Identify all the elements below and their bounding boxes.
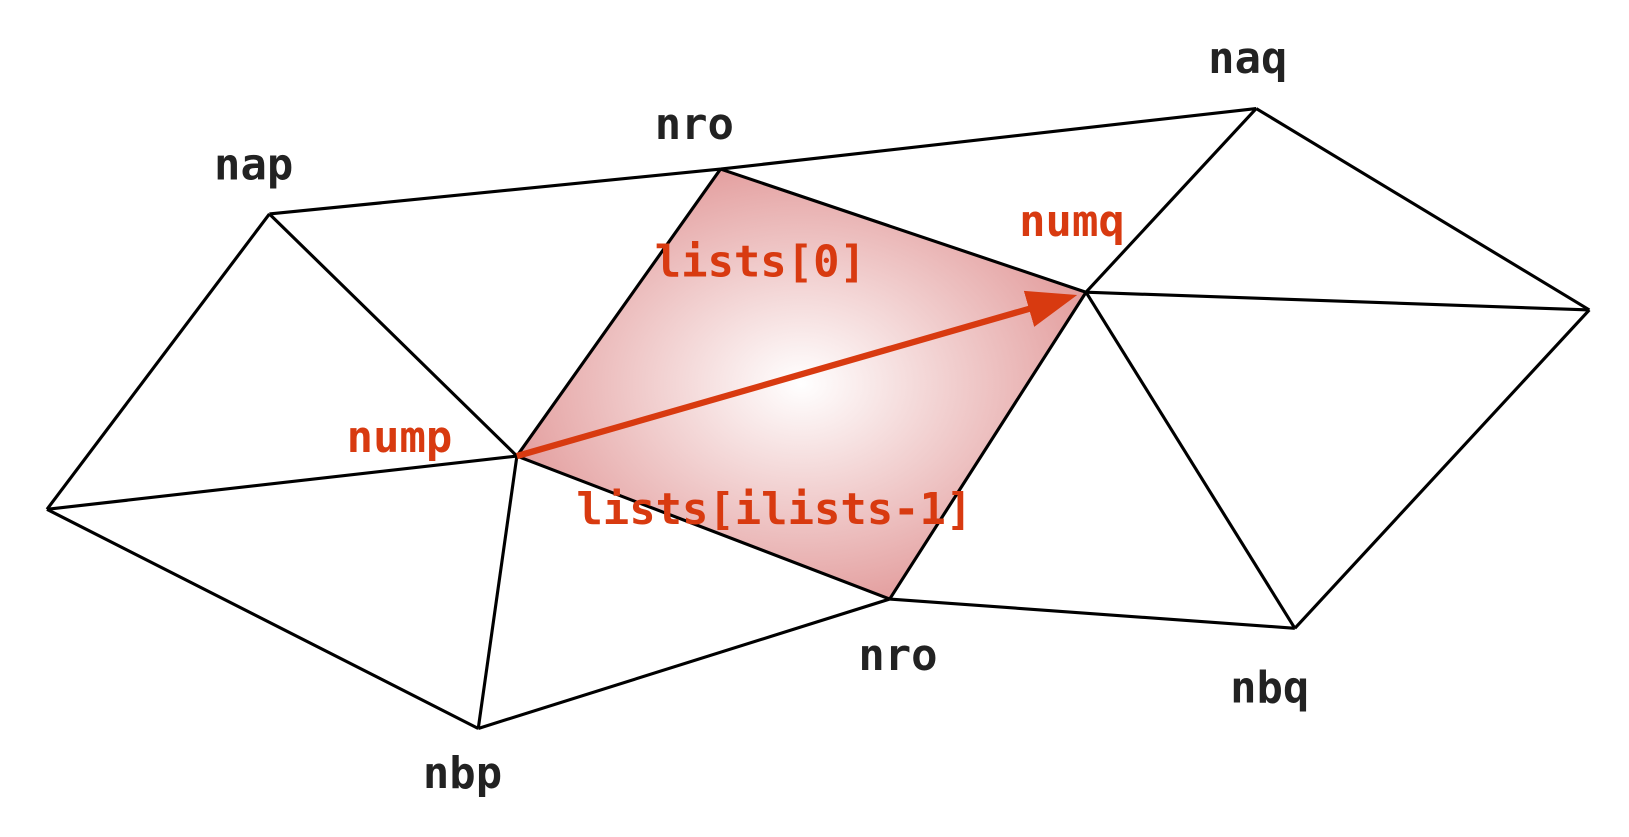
label-nbp: nbp: [423, 748, 502, 799]
mesh-edges: [45, 106, 1591, 730]
label-nro-bottom: nro: [858, 630, 937, 681]
label-numq: numq: [1019, 196, 1125, 247]
shaded-quad: [516, 169, 1086, 600]
label-naq: naq: [1208, 33, 1287, 84]
label-nap: nap: [214, 140, 293, 191]
label-lists-last: lists[ilists-1]: [576, 484, 972, 535]
direction-arrow: [516, 290, 1078, 460]
label-nro-top: nro: [655, 99, 734, 150]
label-nbq: nbq: [1230, 662, 1309, 713]
label-nump: nump: [347, 412, 453, 463]
label-lists-first: lists[0]: [655, 237, 866, 288]
